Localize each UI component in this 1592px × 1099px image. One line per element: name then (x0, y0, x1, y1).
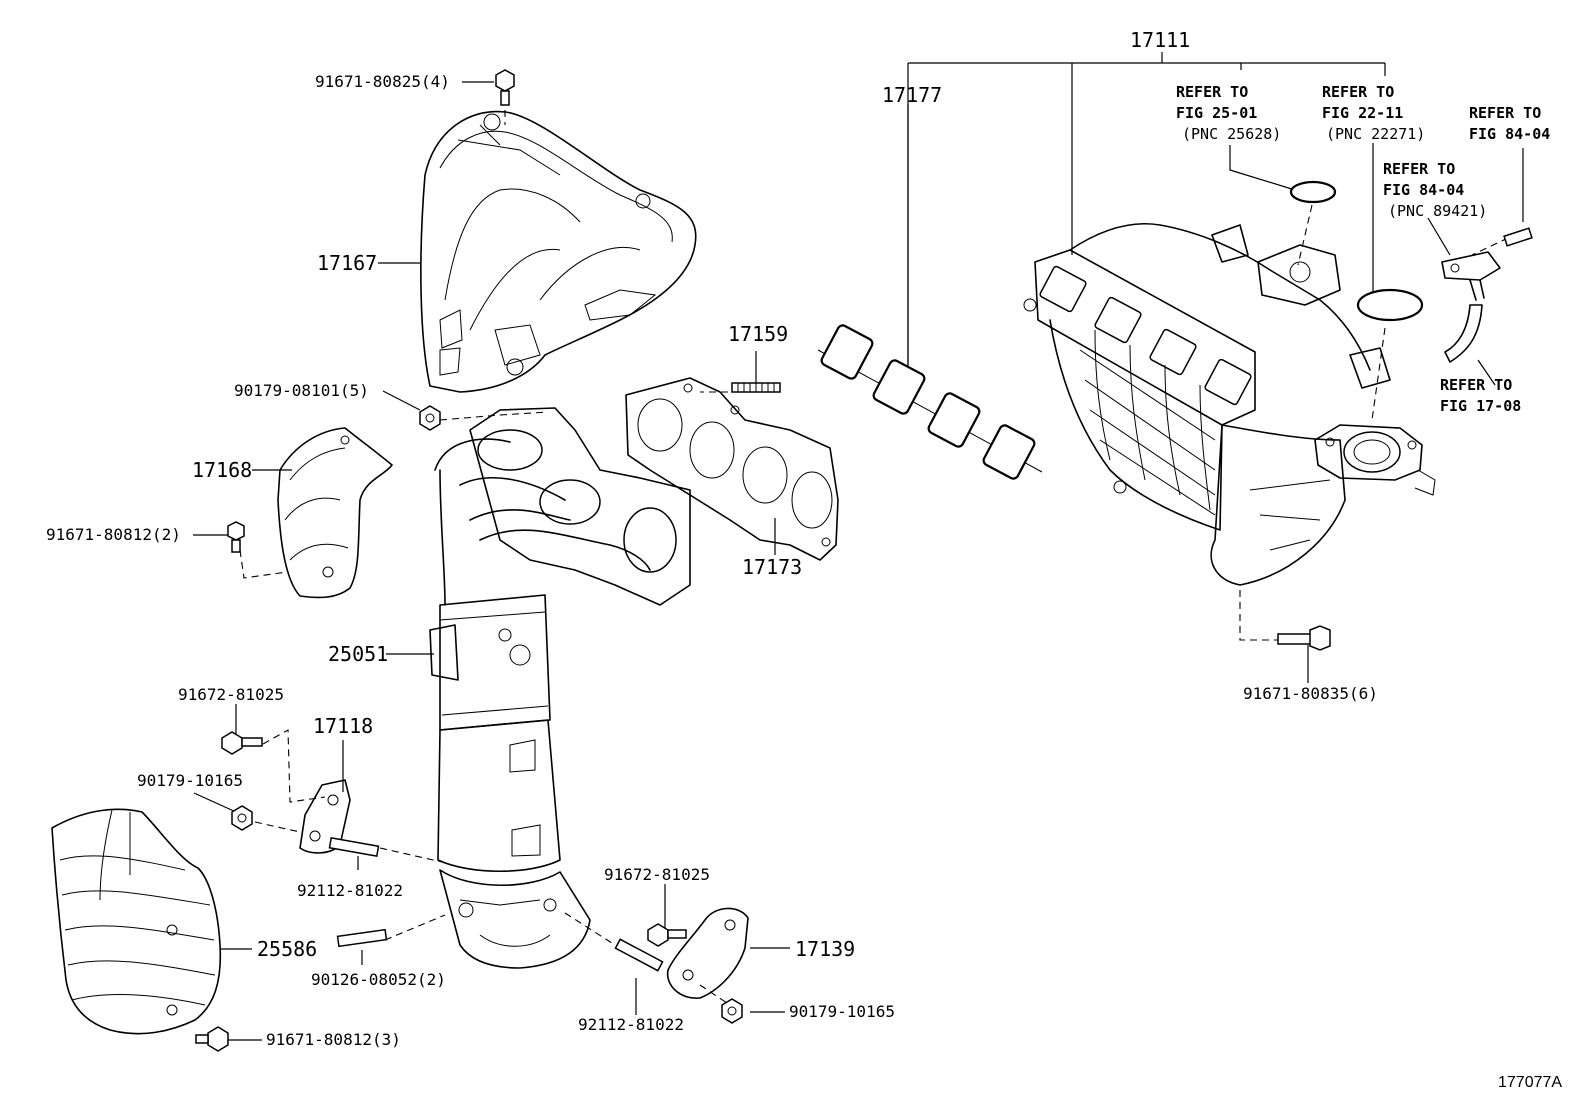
svg-text:FIG 84-04: FIG 84-04 (1383, 181, 1464, 199)
svg-text:FIG 22-11: FIG 22-11 (1322, 104, 1403, 122)
exhaust-manifold-25051 (429, 407, 691, 969)
label-91671-80812-2: 91671-80812(2) (46, 525, 181, 544)
heat-insulator-17167 (420, 110, 697, 393)
exhaust-gasket-17173 (625, 377, 839, 561)
label-17177: 17177 (882, 83, 942, 107)
svg-text:REFER TO: REFER TO (1469, 104, 1541, 122)
bracket-17118 (299, 779, 351, 854)
label-17167: 17167 (317, 251, 377, 275)
reference-notes: REFER TO FIG 25-01 (PNC 25628) REFER TO … (1176, 83, 1550, 415)
refer-fig-22-11: REFER TO FIG 22-11 (PNC 22271) (1322, 83, 1425, 143)
label-92112-81022-right: 92112-81022 (578, 1015, 684, 1034)
svg-text:(PNC 25628): (PNC 25628) (1182, 125, 1281, 143)
stud-17159 (731, 382, 781, 393)
label-90179-10165-right: 90179-10165 (789, 1002, 895, 1021)
label-17118: 17118 (313, 714, 373, 738)
label-91672-81025-right: 91672-81025 (604, 865, 710, 884)
svg-text:FIG 84-04: FIG 84-04 (1469, 125, 1550, 143)
label-17173: 17173 (742, 555, 802, 579)
refer-fig-17-08: REFER TO FIG 17-08 (1440, 376, 1521, 415)
intake-manifold-17111 (1023, 222, 1436, 586)
o-rings (1289, 180, 1424, 322)
label-17111: 17111 (1130, 28, 1190, 52)
label-17159: 17159 (728, 322, 788, 346)
bracket-17139 (666, 907, 749, 999)
svg-text:REFER TO: REFER TO (1383, 160, 1455, 178)
label-25586: 25586 (257, 937, 317, 961)
label-90179-08101: 90179-08101(5) (234, 381, 369, 400)
label-90126-08052: 90126-08052(2) (311, 970, 446, 989)
svg-text:FIG 17-08: FIG 17-08 (1440, 397, 1521, 415)
intake-gaskets-17177 (817, 324, 1043, 480)
svg-text:REFER TO: REFER TO (1176, 83, 1248, 101)
svg-text:FIG 25-01: FIG 25-01 (1176, 104, 1257, 122)
fasteners (195, 69, 1331, 1052)
svg-text:REFER TO: REFER TO (1440, 376, 1512, 394)
refer-fig-25-01: REFER TO FIG 25-01 (PNC 25628) (1176, 83, 1281, 143)
refer-fig-84-04-pnc: REFER TO FIG 84-04 (PNC 89421) (1383, 160, 1487, 220)
label-92112-81022-left: 92112-81022 (297, 881, 403, 900)
svg-text:REFER TO: REFER TO (1322, 83, 1394, 101)
label-17139: 17139 (795, 937, 855, 961)
label-17168: 17168 (192, 458, 252, 482)
label-90179-10165-left: 90179-10165 (137, 771, 243, 790)
map-sensor-and-hose (1441, 227, 1533, 363)
heat-insulator-17168 (277, 427, 393, 599)
label-25051: 25051 (328, 642, 388, 666)
label-91671-80835: 91671-80835(6) (1243, 684, 1378, 703)
refer-fig-84-04-top: REFER TO FIG 84-04 (1469, 104, 1550, 143)
part-labels: 17111 17177 17167 17168 17159 17173 2505… (46, 28, 1378, 1049)
diagram-id: 177077A (1498, 1074, 1562, 1091)
heat-insulator-25586 (51, 808, 222, 1035)
label-91671-80812-3: 91671-80812(3) (266, 1030, 401, 1049)
leader-lines (193, 52, 1524, 1041)
label-91672-81025-left: 91672-81025 (178, 685, 284, 704)
label-91671-80825: 91671-80825(4) (315, 72, 450, 91)
svg-text:(PNC 22271): (PNC 22271) (1326, 125, 1425, 143)
svg-text:(PNC 89421): (PNC 89421) (1388, 202, 1487, 220)
